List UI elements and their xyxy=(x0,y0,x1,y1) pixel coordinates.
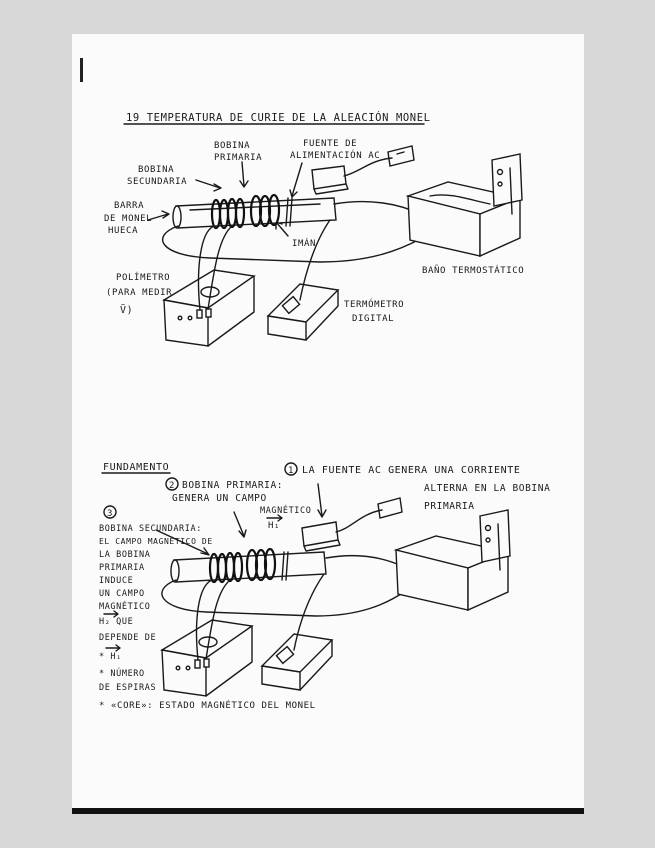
step3-line-11: * NÚMERO xyxy=(99,667,145,679)
label-bar-3: HUECA xyxy=(108,226,138,236)
label-bath: BAÑO TERMOSTÁTICO xyxy=(422,264,524,276)
step3-number: 3 xyxy=(107,509,113,519)
step3-line-10: * H₁ xyxy=(99,652,122,662)
label-multimeter-2: (PARA MEDIR xyxy=(106,288,172,298)
top-diagram: 19 TEMPERATURA DE CURIE DE LA ALEACIÓN M… xyxy=(104,111,524,347)
label-thermometer-2: DIGITAL xyxy=(352,314,394,324)
step3-line-5: INDUCE xyxy=(99,576,133,586)
step3-line-1: BOBINA SECUNDARIA: xyxy=(99,524,202,534)
step1-line-1: LA FUENTE AC GENERA UNA CORRIENTE xyxy=(302,465,520,476)
step2-field-h1: H₁ xyxy=(268,521,280,531)
thermometer-display-2 xyxy=(275,645,295,665)
step3-line-2: EL CAMPO MAGNÉTICO DE xyxy=(99,535,213,546)
step2-number: 2 xyxy=(169,481,175,491)
page-bottom-edge xyxy=(72,808,584,814)
ac-supply-box-2 xyxy=(301,521,339,547)
magnet-2 xyxy=(281,551,289,581)
label-secondary-coil-2: SECUNDARIA xyxy=(127,177,187,187)
primary-coil-2 xyxy=(245,547,277,582)
thermometer-probe xyxy=(299,219,331,301)
ac-supply-box xyxy=(311,165,347,190)
label-primary-coil-2: PRIMARIA xyxy=(214,153,262,163)
label-multimeter-1: POLÍMETRO xyxy=(116,271,170,283)
step3-line-7: MAGNÉTICO xyxy=(99,600,150,612)
multimeter-front xyxy=(163,299,209,347)
step2-line-1: BOBINA PRIMARIA: xyxy=(182,480,283,491)
bath-control-unit xyxy=(491,153,523,207)
step3-line-6: UN CAMPO xyxy=(99,589,145,599)
step2-line-2: GENERA UN CAMPO xyxy=(172,493,267,504)
wall-socket-2 xyxy=(377,497,403,519)
arrow-bar xyxy=(147,210,170,221)
label-bar-2: DE MONEL xyxy=(104,214,152,224)
bath-control-unit-2 xyxy=(479,509,511,563)
wall-socket xyxy=(387,145,415,167)
arrow-step3 xyxy=(155,529,210,556)
label-secondary-coil-1: BOBINA xyxy=(138,165,174,175)
step3-line-3: LA BOBINA xyxy=(99,550,150,560)
secondary-coil-2 xyxy=(208,551,244,584)
diagram-title: 19 TEMPERATURA DE CURIE DE LA ALEACIÓN M… xyxy=(126,111,431,124)
arrow-step2 xyxy=(233,511,247,538)
bath-hose-lower xyxy=(161,225,423,263)
arrow-primary xyxy=(239,161,249,188)
step3-line-4: PRIMARIA xyxy=(99,563,145,573)
power-cable xyxy=(343,157,393,177)
arrow-secondary xyxy=(195,179,222,192)
arrow-source xyxy=(289,162,303,198)
label-source-2: ALIMENTACIÓN AC xyxy=(290,149,380,161)
step2-line-3: MAGNÉTICO xyxy=(260,504,311,516)
monel-bar xyxy=(175,197,337,229)
step1-line-3: PRIMARIA xyxy=(424,501,475,512)
multimeter-lead-1 xyxy=(197,225,215,311)
step1-line-2: ALTERNA EN LA BOBINA xyxy=(424,483,550,494)
step3-line-8: H₂ QUE xyxy=(99,617,133,627)
step3-line-9: DEPENDE DE xyxy=(99,633,156,643)
label-thermometer-1: TERMÓMETRO xyxy=(344,298,404,310)
label-bar-1: BARRA xyxy=(114,201,144,211)
label-source-1: FUENTE DE xyxy=(303,139,357,149)
label-primary-coil-1: BOBINA xyxy=(214,141,250,151)
step3-line-12: DE ESPIRAS xyxy=(99,683,156,693)
secondary-coil xyxy=(210,197,246,230)
fundamento-heading: FUNDAMENTO xyxy=(103,462,169,473)
label-multimeter-3: Ṽ) xyxy=(120,303,133,316)
step1-number: 1 xyxy=(288,466,294,476)
pen-mark xyxy=(80,58,83,82)
arrow-step1 xyxy=(317,483,327,518)
footnote: * «CORE»: ESTADO MAGNÉTICO DEL MONEL xyxy=(99,699,316,711)
multimeter-front-2 xyxy=(161,649,207,697)
bottom-diagram: FUNDAMENTO 1 LA FUENTE AC GENERA UNA COR… xyxy=(99,462,550,711)
thermometer-display xyxy=(281,295,301,315)
multimeter-lead-2 xyxy=(207,225,233,310)
primary-coil xyxy=(249,193,281,228)
bath-hose-upper xyxy=(333,200,421,215)
magnet xyxy=(285,197,293,227)
label-magnet: IMÁN xyxy=(292,237,316,249)
